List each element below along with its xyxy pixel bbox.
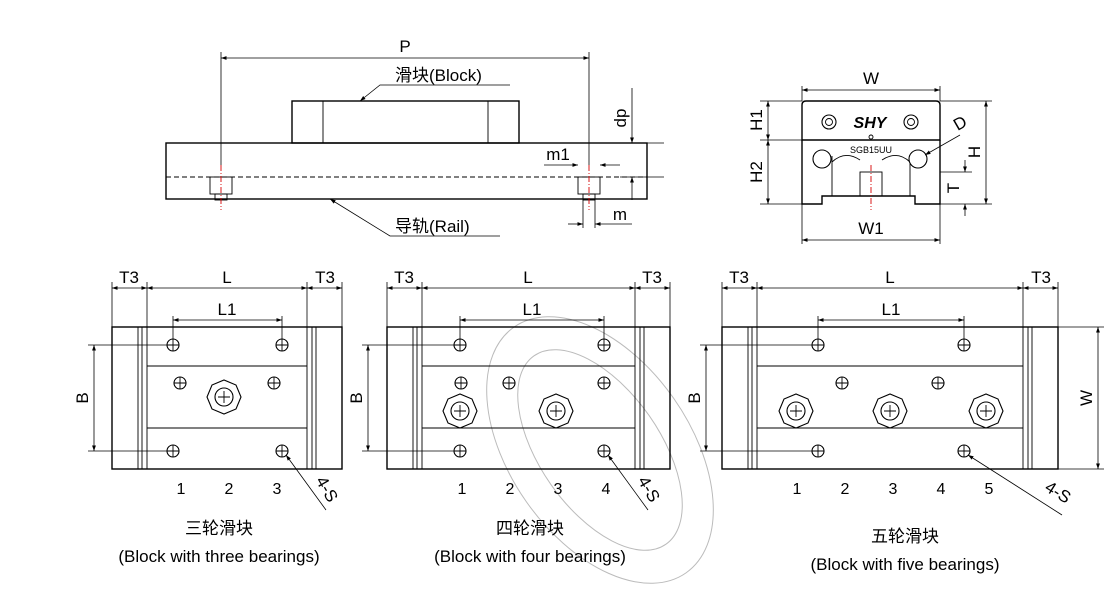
dim-l-label: L: [523, 268, 532, 287]
block-label: 滑块(Block): [395, 66, 482, 85]
bearing-number: 5: [985, 481, 994, 498]
dim-s-label: 4-S: [1042, 477, 1075, 507]
dim-s-label: 4-S: [312, 473, 342, 505]
dim-t3-right-label: T3: [315, 268, 335, 287]
bearing-number: 1: [793, 481, 802, 498]
bearing-number: 4: [937, 481, 946, 498]
caption-en: (Block with three bearings): [118, 547, 319, 566]
dim-h1-label: H1: [747, 109, 766, 131]
dim-w-label: W: [1077, 390, 1096, 406]
dim-b-label: B: [685, 392, 704, 403]
caption-en: (Block with four bearings): [434, 547, 626, 566]
dim-h2-label: H2: [747, 161, 766, 183]
dim-l1-label: L1: [218, 300, 237, 319]
model-label: SGB15UU: [850, 145, 892, 155]
dim-d-label: D: [950, 112, 970, 135]
bearing-number: 2: [506, 481, 515, 498]
dim-m1-label: m1: [546, 145, 570, 164]
block-outline: [291, 100, 520, 144]
bearing-number: 3: [273, 481, 282, 498]
dim-l-label: L: [885, 268, 894, 287]
bearing-number: 3: [554, 481, 563, 498]
dim-dp-label: dp: [611, 109, 630, 128]
block-three-bearings: T3 L T3 L1 B 4-S 1 2 3 三轮滑块 (Block with …: [73, 268, 343, 566]
bearing-number: 2: [841, 481, 850, 498]
caption-cn: 四轮滑块: [496, 519, 564, 538]
dim-t3-right-label: T3: [1031, 268, 1051, 287]
bearing-number: 1: [177, 481, 186, 498]
rail-outline: [165, 142, 648, 200]
caption-en: (Block with five bearings): [811, 555, 1000, 574]
caption-cn: 五轮滑块: [871, 527, 939, 546]
dim-b-label: B: [73, 392, 92, 403]
dim-l1-label: L1: [523, 300, 542, 319]
block-four-bearings: T3 L T3 L1 B 4-S 1 2 3 4 四轮滑块 (Block wit…: [347, 268, 671, 566]
dim-t3-left-label: T3: [394, 268, 414, 287]
bearing-number: 4: [602, 481, 611, 498]
dim-t3-left-label: T3: [729, 268, 749, 287]
dim-h-label: H: [965, 146, 984, 158]
dim-w1-label: W1: [858, 219, 884, 238]
caption-cn: 三轮滑块: [185, 519, 253, 538]
dim-s-label: 4-S: [634, 473, 664, 505]
dim-m-label: m: [613, 205, 627, 224]
dim-l1-label: L1: [882, 300, 901, 319]
dim-t-label: T: [944, 183, 963, 193]
rail-label: 导轨(Rail): [395, 217, 470, 236]
dim-w-label: W: [863, 69, 879, 88]
dim-l-label: L: [222, 268, 231, 287]
bearing-number: 2: [225, 481, 234, 498]
rail-side-view: P 滑块(Block) 导轨(Rail) dp m1 m: [165, 37, 664, 237]
bearing-number: 1: [458, 481, 467, 498]
block-end-view: SHY SGB15UU W W1 H1 H2 H D T: [747, 69, 992, 244]
dim-p-label: P: [399, 37, 410, 56]
bearing-number: 3: [889, 481, 898, 498]
dim-t3-left-label: T3: [119, 268, 139, 287]
block-five-bearings: T3 L T3 L1 B W 4-S 1 2 3 4 5 五轮滑块 (Block…: [685, 268, 1104, 574]
dim-t3-right-label: T3: [642, 268, 662, 287]
dim-b-label: B: [347, 392, 366, 403]
brand-logo: SHY: [854, 115, 888, 132]
